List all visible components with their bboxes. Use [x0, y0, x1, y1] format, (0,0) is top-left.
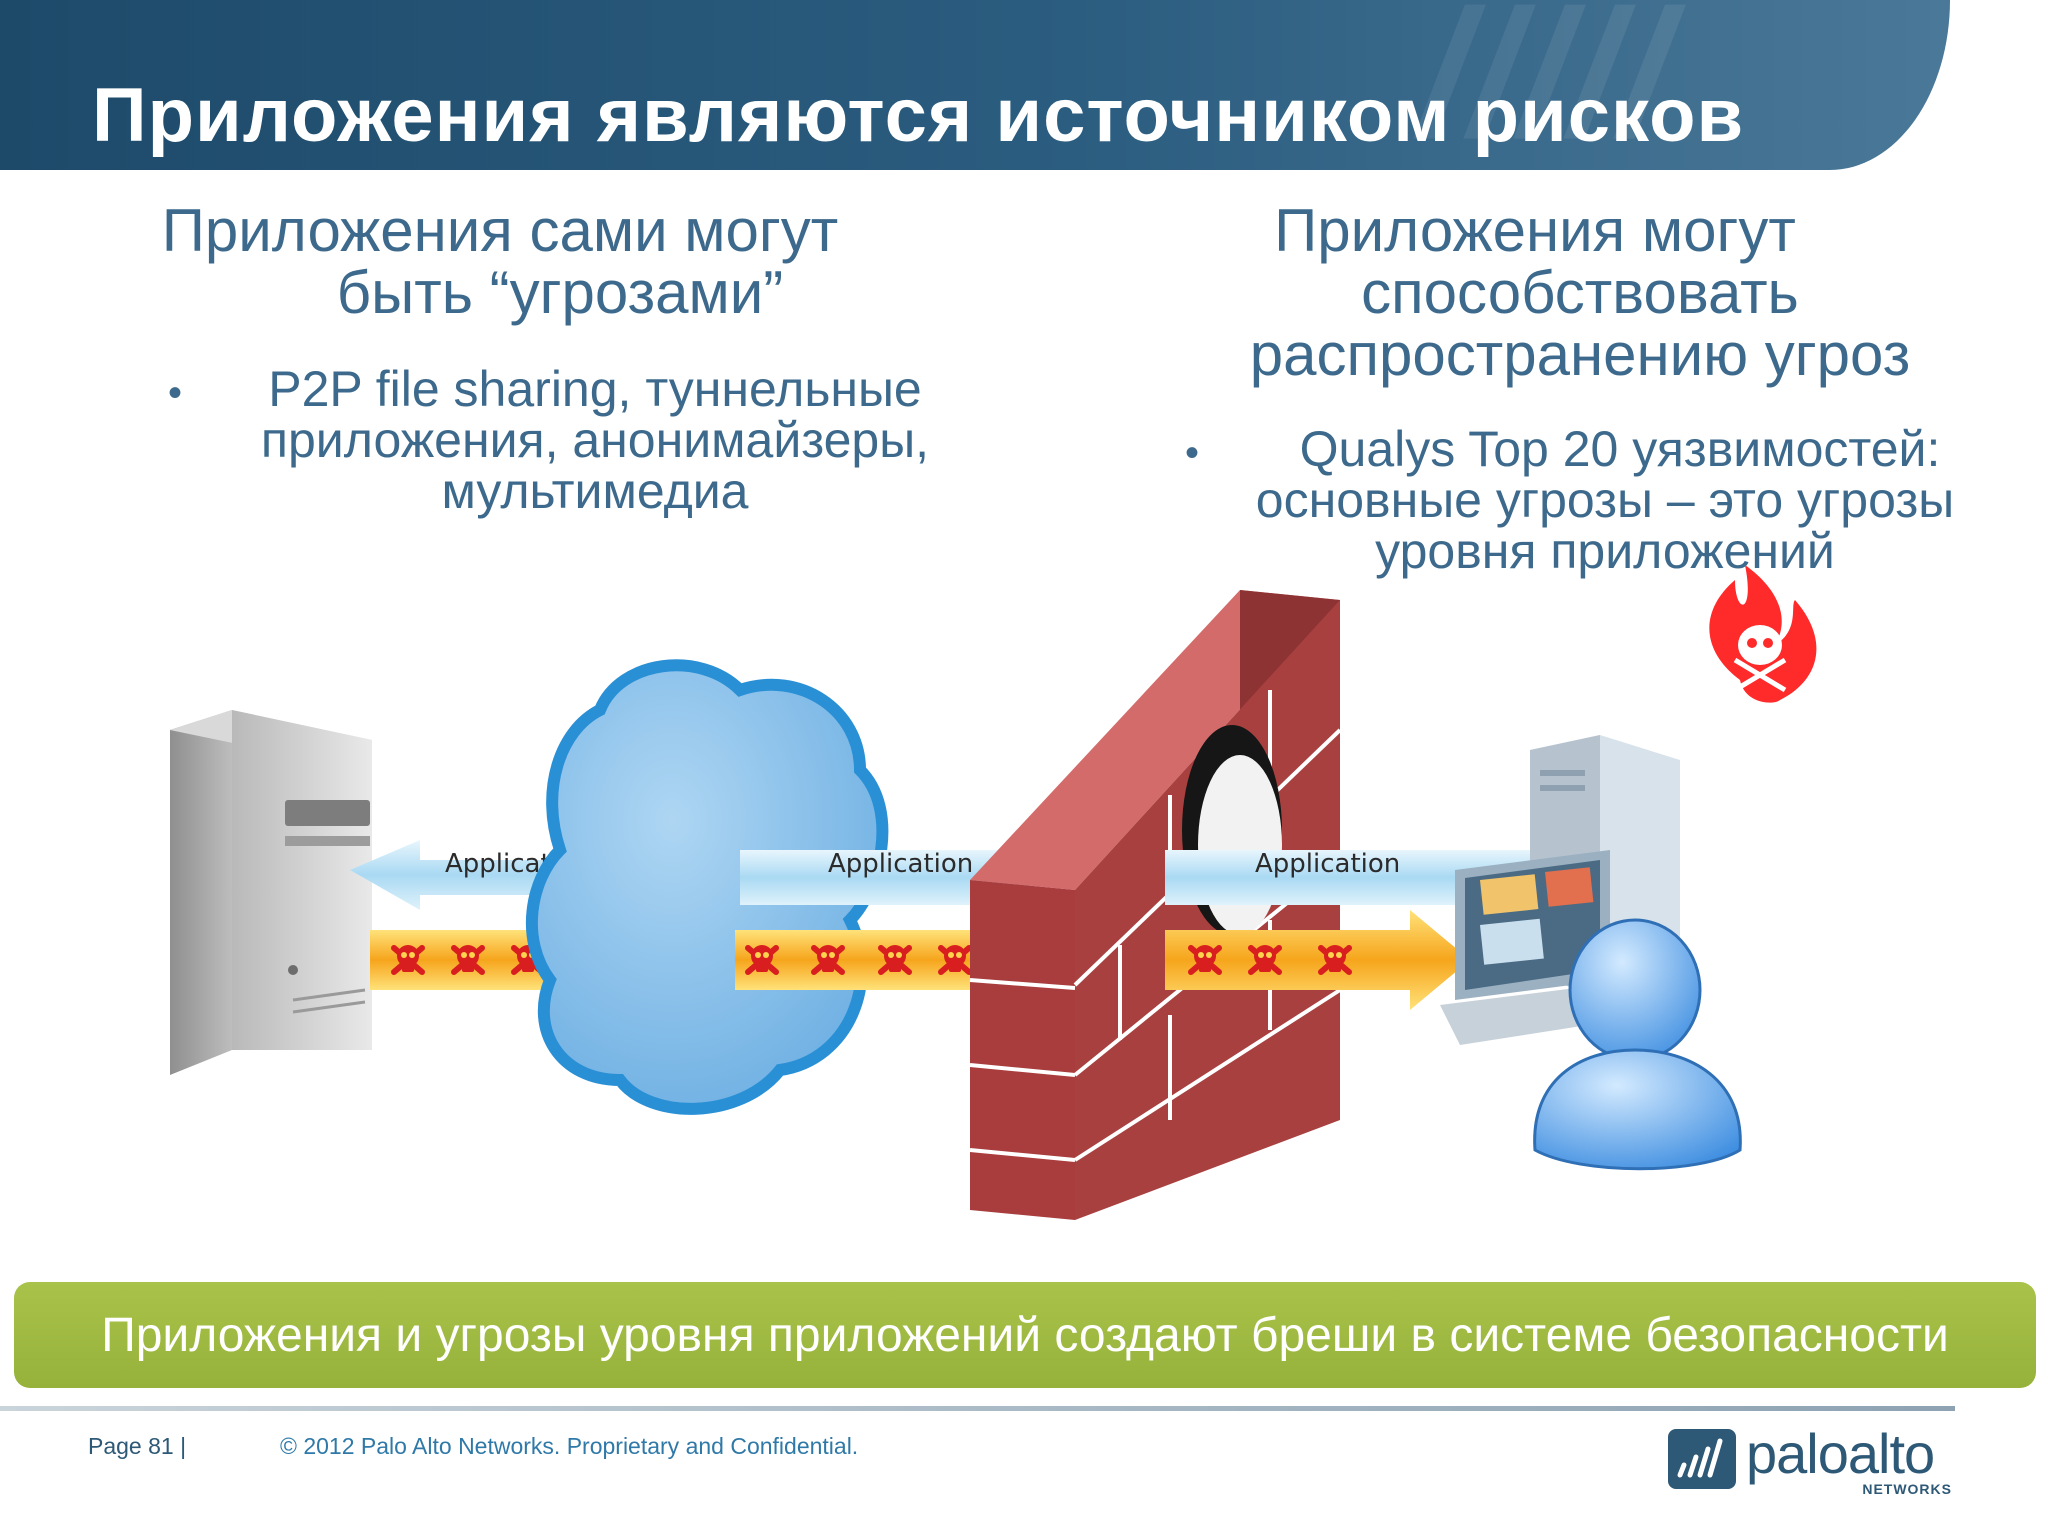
summary-banner-text: Приложения и угрозы уровня приложений со…	[101, 1308, 1949, 1362]
left-bullet: • P2P file sharing, туннельные приложени…	[168, 361, 990, 519]
copyright-text: © 2012 Palo Alto Networks. Proprietary a…	[280, 1433, 859, 1459]
right-bullet: • Qualys Top 20 уязвимостей: основные уг…	[1185, 421, 2015, 579]
right-bullet-line-2: основные угрозы – это угрозы	[1255, 472, 1955, 528]
left-heading-line-2: быть “угрозами”	[336, 259, 784, 326]
paloalto-logo: paloalto NETWORKS	[1668, 1422, 1958, 1497]
threat-bar-middle	[735, 930, 975, 990]
left-heading-line-1: Приложения сами могут	[161, 197, 839, 264]
left-bullet-line-1: P2P file sharing, туннельные	[268, 361, 922, 417]
right-bullet-dot: •	[1185, 431, 1200, 475]
app-label-right: Application	[1255, 849, 1400, 879]
footer-divider	[0, 1406, 1955, 1411]
right-bullet-line-3: уровня приложений	[1375, 523, 1835, 579]
computer-icon	[1440, 735, 1680, 1045]
slide-title: Приложения являются источником рисков	[92, 73, 1745, 158]
cloud-icon	[525, 659, 889, 1115]
right-heading-line-2: способствовать	[1361, 259, 1799, 326]
threat-bar-right	[1165, 910, 1470, 1010]
header-bar: /////	[0, 0, 1950, 170]
app-label-middle: Application	[828, 849, 973, 879]
left-bullet-dot: •	[168, 371, 183, 415]
right-heading-line-3: распространению угроз	[1249, 321, 1911, 388]
flaming-skull-icon	[1709, 565, 1817, 703]
server-icon	[170, 710, 372, 1075]
right-bullet-line-1: Qualys Top 20 уязвимостей:	[1299, 421, 1941, 477]
page-number: Page 81 |	[88, 1433, 187, 1459]
paloalto-logo-subtext: NETWORKS	[1862, 1481, 1952, 1497]
header-watermark: /////	[1420, 0, 1671, 170]
right-heading-line-1: Приложения могут	[1274, 197, 1796, 264]
left-bullet-line-3: мультимедиа	[441, 463, 749, 519]
threat-diagram: Applicati Application	[170, 565, 1817, 1220]
left-heading: Приложения сами могут быть “угрозами”	[110, 200, 950, 324]
user-icon	[1533, 918, 1742, 1171]
paloalto-logo-icon	[1668, 1429, 1736, 1489]
paloalto-logo-text: paloalto	[1746, 1422, 1935, 1485]
app-arrow-left: Applicati	[350, 840, 580, 910]
right-heading: Приложения могут способствовать распрост…	[1180, 200, 1980, 386]
summary-banner: Приложения и угрозы уровня приложений со…	[14, 1282, 2036, 1388]
left-bullet-line-2: приложения, анонимайзеры,	[260, 412, 930, 468]
